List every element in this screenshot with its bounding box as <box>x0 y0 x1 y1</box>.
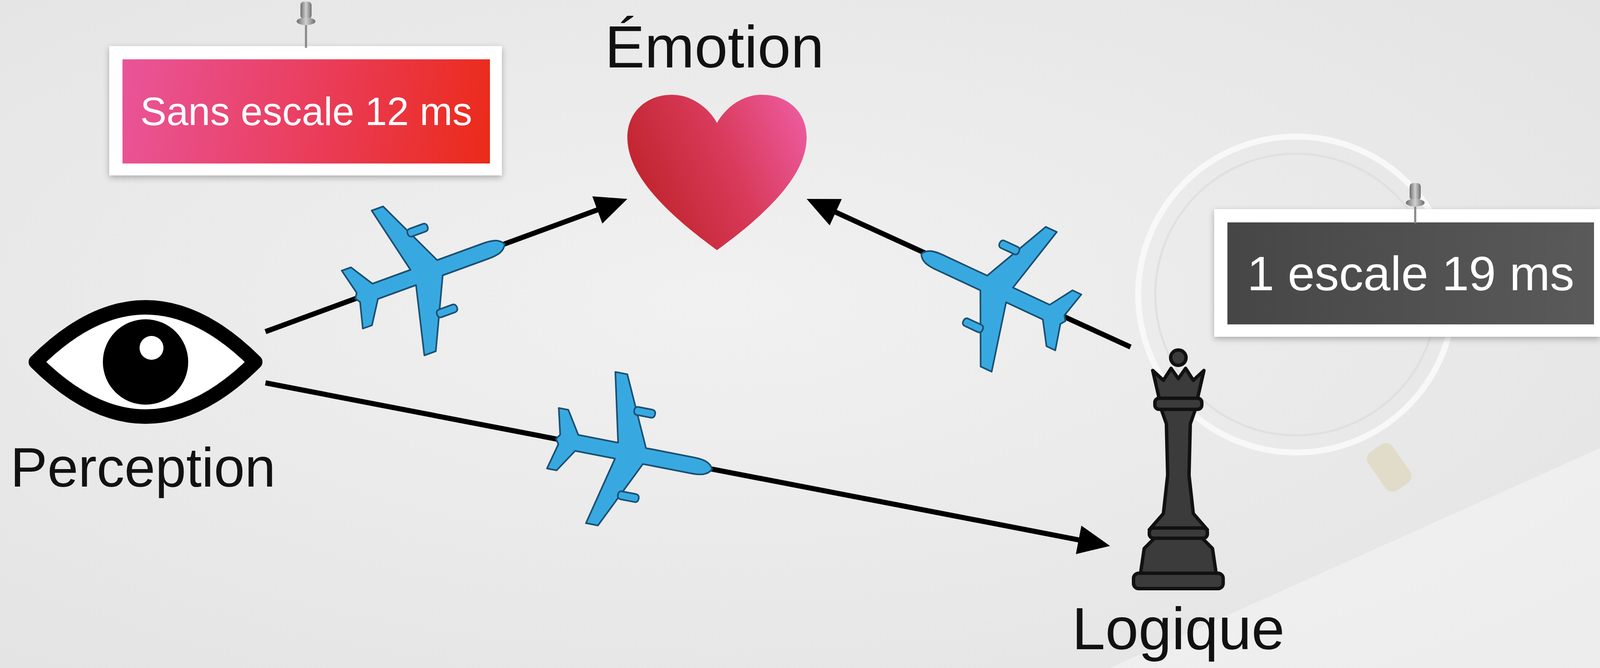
arrow-head <box>592 196 628 224</box>
pin-head <box>1409 183 1421 201</box>
node-label: Émotion <box>604 17 825 77</box>
node-label: Logique <box>1072 598 1285 659</box>
callout-fill: Sans escale 12 ms <box>122 59 490 164</box>
spoon-shape <box>1363 439 1415 496</box>
arrow-head <box>806 198 842 226</box>
queen-base <box>1133 573 1224 589</box>
eye-iris <box>102 319 189 405</box>
pushpin <box>296 1 316 48</box>
callout-box: 1 escale 19 ms <box>1214 209 1600 337</box>
pin-head <box>300 1 312 19</box>
callout-fill: 1 escale 19 ms <box>1227 222 1595 325</box>
connector-line <box>265 382 1081 541</box>
arrow-connector <box>265 196 628 332</box>
pin-collar <box>296 17 316 26</box>
airplane-icon <box>326 171 532 372</box>
callout-text: Sans escale 12 ms <box>140 89 473 135</box>
icon-node: Logique <box>1110 346 1247 591</box>
arrow-head <box>1075 525 1111 554</box>
queen-body <box>1139 409 1217 578</box>
callout-box: Sans escale 12 ms <box>109 46 502 176</box>
heart-icon <box>627 94 807 251</box>
node-label: Perception <box>10 439 276 496</box>
queen-chess-piece <box>1133 349 1224 589</box>
callout-text: 1 escale 19 ms <box>1247 245 1575 302</box>
connector-line <box>265 209 599 332</box>
pin-needle <box>305 24 308 48</box>
arrow-connector <box>265 382 1111 554</box>
airplane-icon <box>538 362 727 545</box>
arrow-connector <box>806 198 1131 347</box>
connector-line <box>834 211 1131 347</box>
airplane-icon <box>888 183 1102 393</box>
eye-highlight <box>139 335 164 360</box>
pin-collar <box>1405 198 1425 207</box>
queen-knob <box>1170 349 1187 366</box>
queen-crown <box>1152 368 1204 399</box>
pin-needle <box>1414 206 1417 224</box>
icon-node: Émotion <box>627 93 807 252</box>
eye-outline <box>35 307 256 417</box>
icon-node: Perception <box>35 298 266 423</box>
eye-icon <box>35 307 256 417</box>
queen-ring <box>1149 527 1208 539</box>
